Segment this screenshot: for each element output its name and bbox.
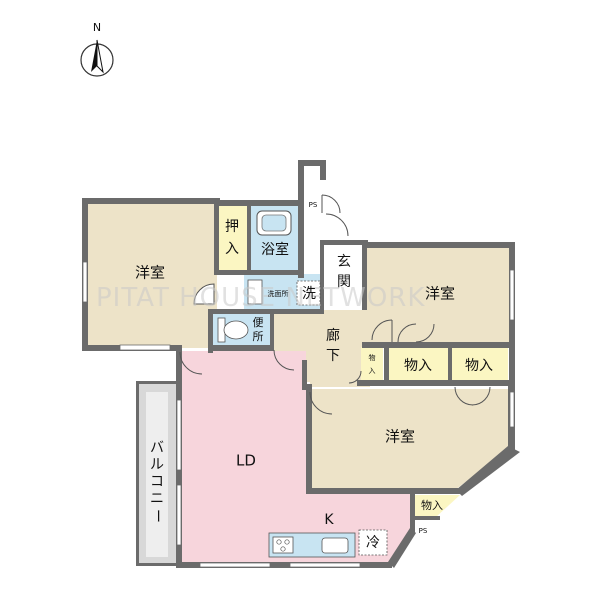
balcony-inner [146,392,168,557]
fixtures [217,210,388,558]
label-mono-2: 物入 [465,358,493,374]
svg-text:ル: ル [150,457,164,473]
label-benjo-1: 便 [253,316,264,329]
label-youshitsu-se: 洋室 [385,428,415,446]
label-oshiire-1: 押 [225,219,239,235]
label-rouka-2: 下 [326,348,340,364]
label-youshitsu-ne: 洋室 [425,285,455,303]
svg-text:バ: バ [150,440,164,456]
watermark: PITAT HOUSE NETWORK [96,283,425,313]
label-mono-k: 物入 [421,498,443,512]
room-ps-top [304,166,322,246]
label-reizouko: 冷 [366,535,380,551]
toilet-bowl-icon [223,320,249,340]
room-youshitsu-se [312,389,510,490]
label-balcony: バ ル コ ニ ー [149,440,165,523]
doors [179,194,491,415]
label-mono-1: 物入 [404,358,432,374]
label-oshiire-2: 入 [225,241,239,257]
label-mono-small-1: 物 [369,353,376,362]
svg-text:ー: ー [149,509,165,523]
label-yokushitsu: 浴室 [261,241,289,258]
label-ld: LD [236,452,256,470]
label-ps-top: PS [309,201,318,209]
label-ps-k: PS [419,527,428,535]
windows [82,261,515,568]
room-genkan [322,246,364,306]
svg-text:コ: コ [150,474,164,490]
label-genkan-2: 関 [337,274,351,290]
room-oshiire [219,206,249,271]
label-rouka-1: 廊 [326,327,340,344]
label-benjo-2: 所 [253,330,264,343]
label-mono-small-2: 入 [369,367,376,375]
washing-machine-icon [296,280,321,306]
label-youshitsu-nw: 洋室 [135,264,165,282]
room-youshitsu-ne [366,247,510,343]
compass-needle-half-icon [96,39,104,74]
fridge-icon [358,529,388,556]
label-sentakuki: 洗 [302,286,316,302]
room-mono-k [410,495,460,517]
compass: N [80,21,114,77]
room-mono-2 [451,347,508,381]
room-youshitsu-nw [87,203,217,348]
room-mono-small [361,347,383,381]
label-k: K [324,512,334,528]
stove-icon [272,536,294,554]
label-genkan-1: 玄 [337,253,351,270]
svg-text:ニ: ニ [150,491,164,507]
compass-north-label: N [93,21,101,34]
compass-needle-icon [91,40,97,72]
room-mono-1 [389,347,448,381]
sink-icon [321,537,349,554]
walls [82,160,520,568]
washbasin-icon [247,279,263,305]
label-senmenjo: 洗面所 [268,289,289,298]
room-ldk [181,351,410,563]
